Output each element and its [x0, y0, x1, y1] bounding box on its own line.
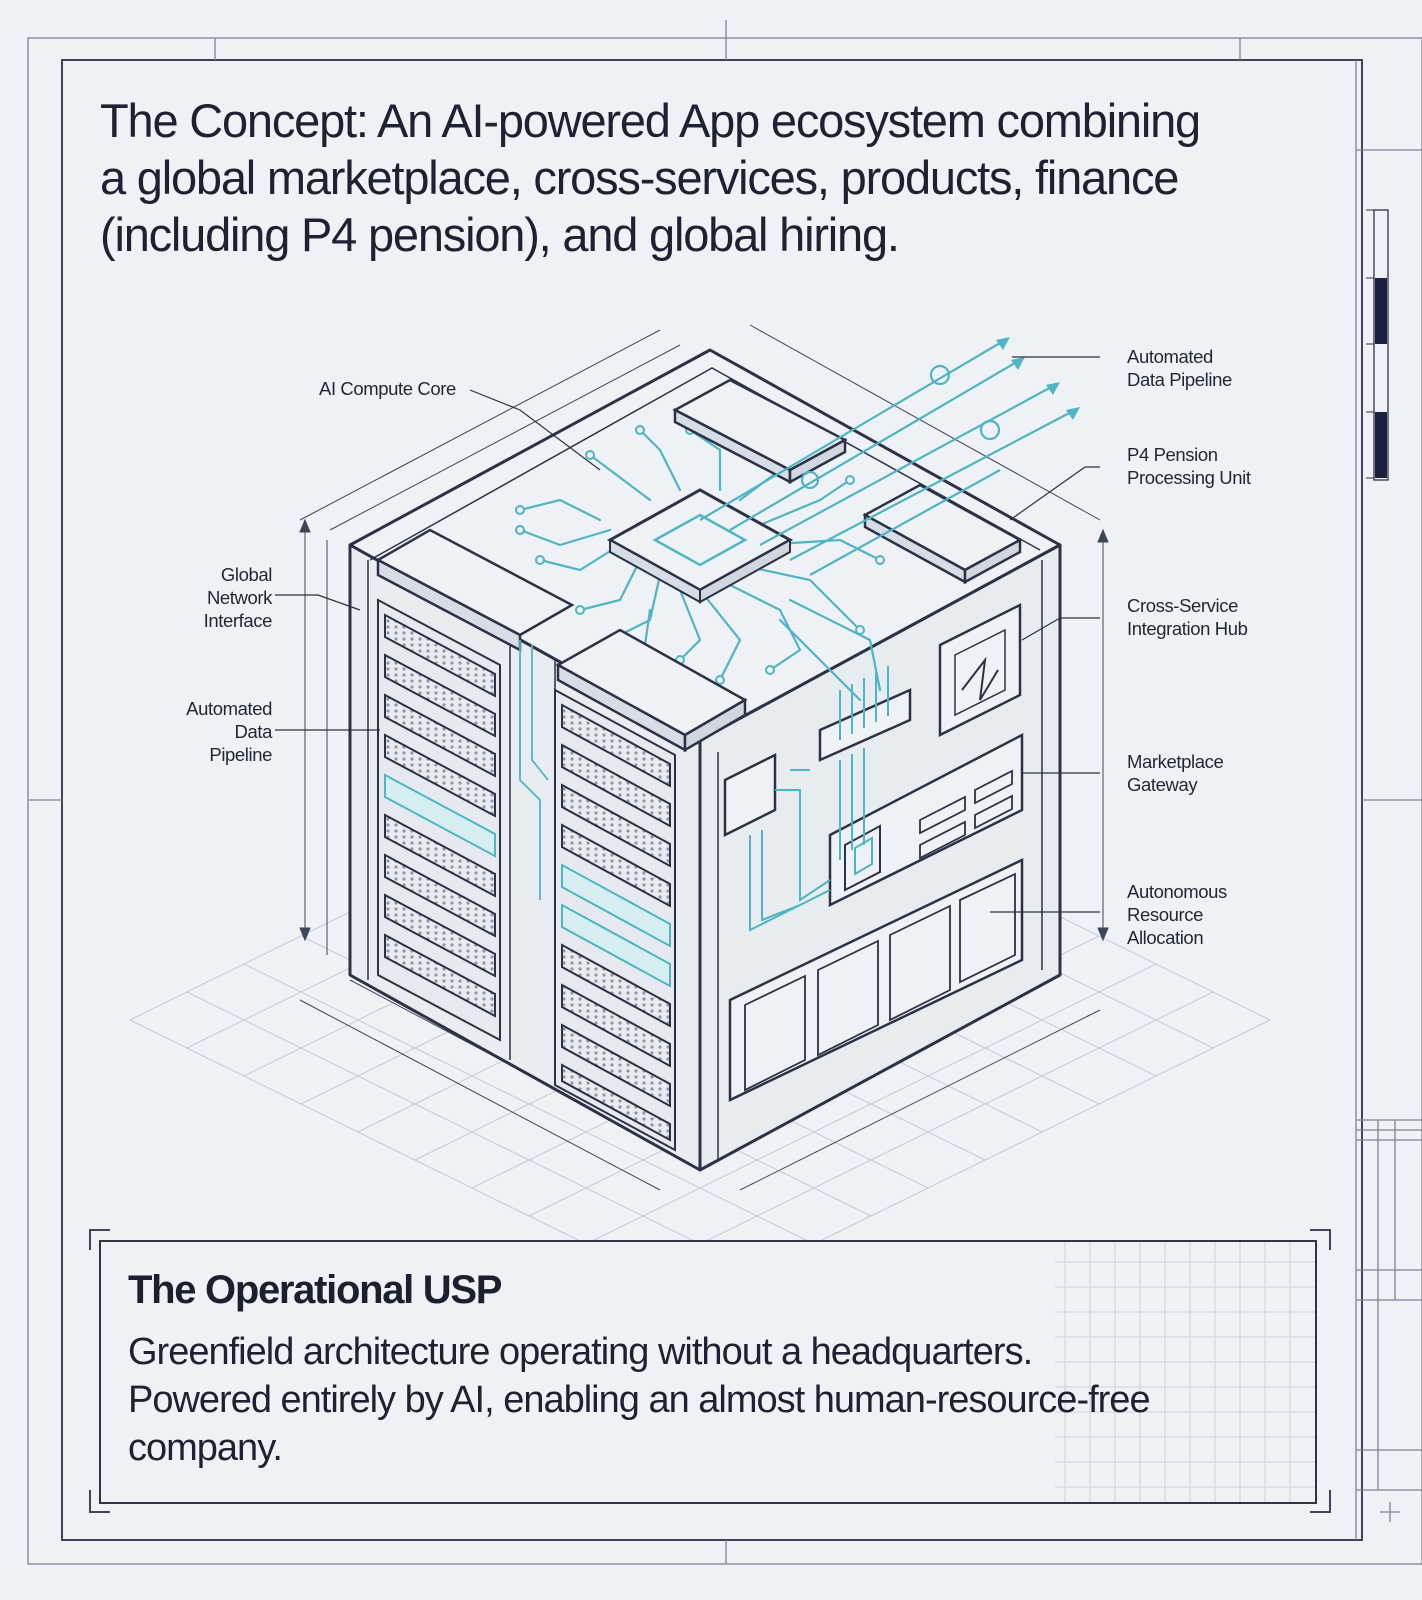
usp-body-line-2: Powered entirely by AI, enabling an almo…: [128, 1379, 1151, 1421]
concept-headline: The Concept: An AI-powered App ecosystem…: [100, 92, 1330, 263]
callout-global-network-interface: Global Network Interface: [203, 564, 273, 631]
leader-lines: [275, 356, 1100, 913]
server-rack-left: [377, 598, 676, 1152]
headline-line-3: (including P4 pension), and global hirin…: [100, 208, 900, 261]
headline-line-1: The Concept: An AI-powered App ecosystem…: [100, 94, 1201, 147]
right-face-circuitry: [749, 666, 889, 932]
callout-automated-data-pipeline-top: Automated Data Pipeline: [1127, 346, 1232, 390]
usp-grid-pattern: [1055, 1242, 1315, 1502]
headline-line-2: a global marketplace, cross-services, pr…: [100, 151, 1179, 204]
usp-panel: The Operational USP Greenfield architect…: [99, 1240, 1317, 1504]
ai-chip: [606, 488, 794, 604]
callout-automated-data-pipeline-left: Automated Data Pipeline: [186, 698, 272, 765]
callout-ai-compute-core: AI Compute Core: [319, 378, 456, 399]
usp-body-line-3: company.: [128, 1427, 283, 1469]
usp-title: The Operational USP: [128, 1268, 502, 1312]
callout-autonomous-resource-allocation: Autonomous Resource Allocation: [1127, 881, 1227, 948]
callout-marketplace-gateway: Marketplace Gateway: [1127, 751, 1224, 795]
usp-body: Greenfield architecture operating withou…: [128, 1328, 1308, 1472]
callout-cross-service-integration-hub: Cross-Service Integration Hub: [1127, 595, 1248, 639]
callout-p4-pension-processing-unit: P4 Pension Processing Unit: [1127, 444, 1251, 488]
usp-body-line-1: Greenfield architecture operating withou…: [128, 1331, 1033, 1373]
dimension-lines: [299, 324, 1109, 1191]
data-pipeline-arrows: [699, 339, 1076, 576]
